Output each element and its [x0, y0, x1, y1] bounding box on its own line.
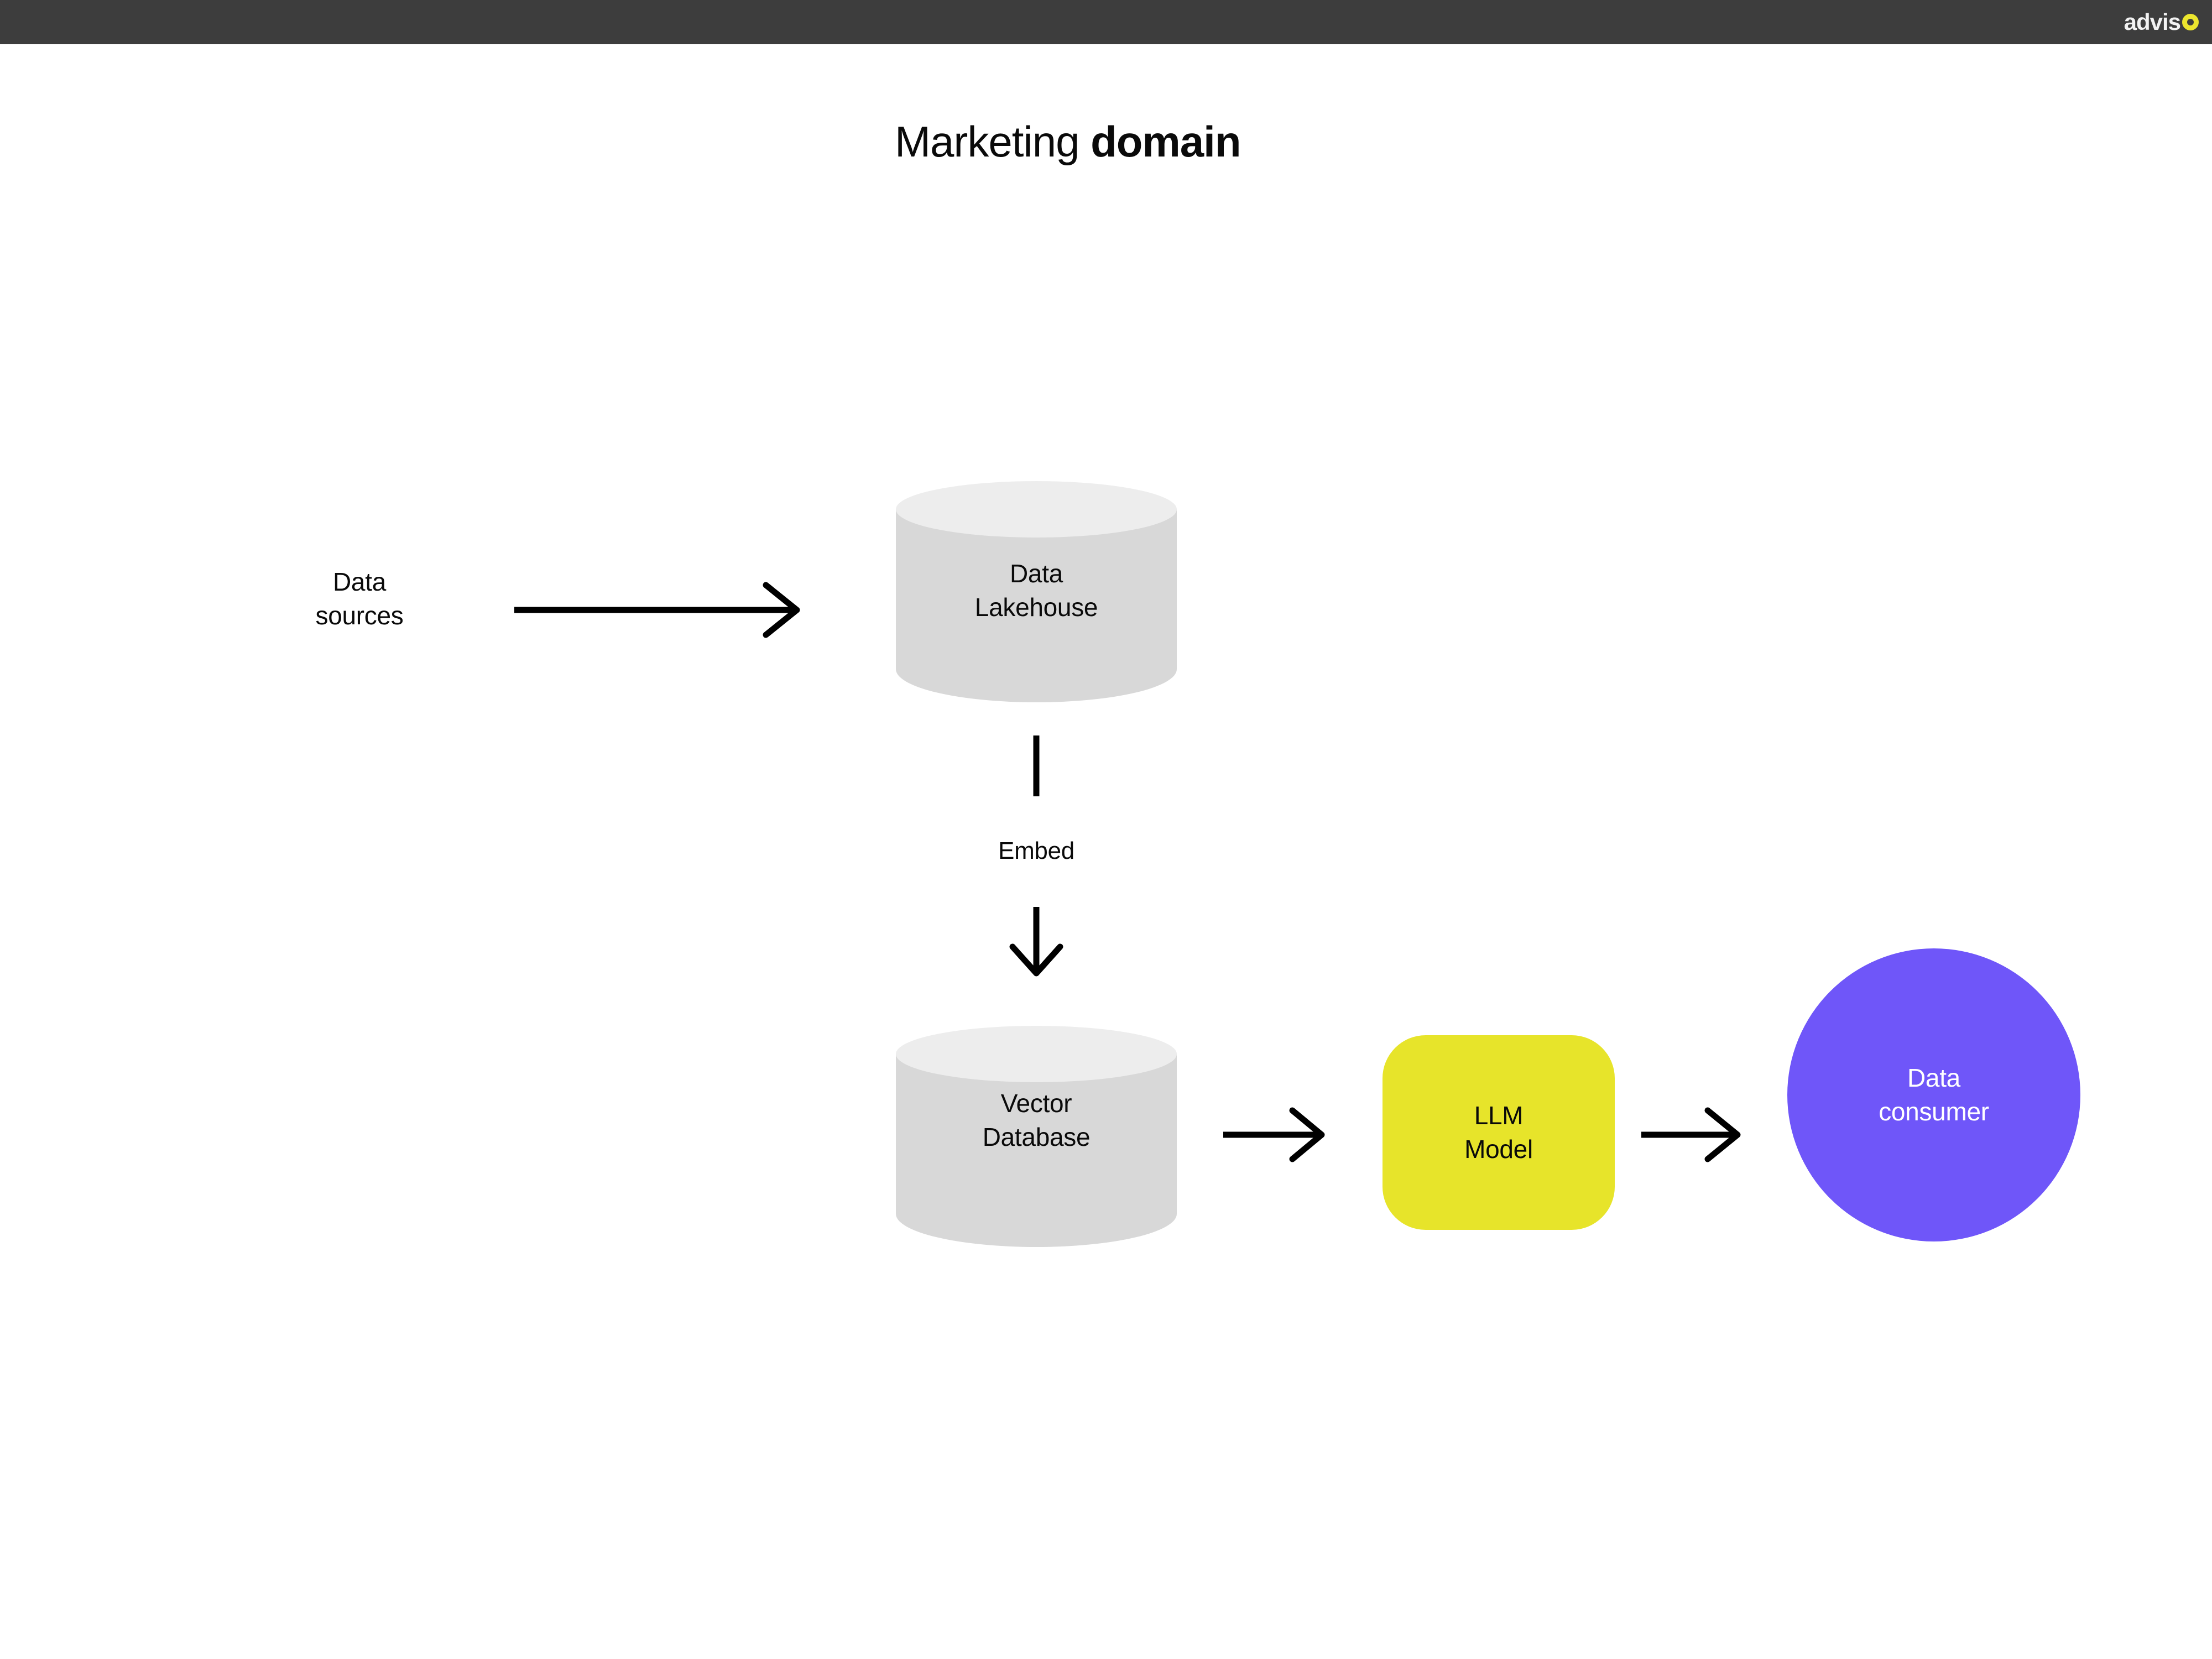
page-title-regular: Marketing — [895, 117, 1091, 166]
node-llm-model-label: LLM Model — [1464, 1101, 1533, 1164]
node-vector-database-label: Vector Database — [982, 1089, 1091, 1151]
cylinder-top-ellipse — [896, 481, 1177, 538]
cylinder-body — [896, 509, 1177, 702]
node-data-consumer-label: Data consumer — [1879, 1063, 1989, 1126]
top-bar: advis — [0, 0, 2212, 44]
cylinder-top-ellipse — [896, 1026, 1177, 1082]
node-data-lakehouse-label: Data Lakehouse — [974, 559, 1098, 622]
adviso-logo: advis — [2124, 0, 2199, 44]
edge-label-embed: Embed — [998, 837, 1074, 864]
page-title-bold: domain — [1091, 117, 1241, 166]
logo-wordmark: advis — [2124, 9, 2181, 35]
node-data-sources: Data sources — [315, 567, 404, 630]
node-data-consumer: Data consumer — [1787, 948, 2080, 1241]
arrow-vectordb-to-llm — [1223, 1107, 1325, 1162]
node-vector-database: Vector Database — [896, 1026, 1177, 1247]
node-data-lakehouse: Data Lakehouse — [896, 481, 1177, 702]
logo-accent-o-icon — [2182, 14, 2199, 30]
arrow-sources-to-lakehouse — [514, 582, 800, 638]
arrow-llm-to-consumer — [1641, 1107, 1741, 1162]
cylinder-body — [896, 1053, 1177, 1247]
page-title: Marketing domain — [895, 117, 1241, 167]
node-llm-model: LLM Model — [1383, 1035, 1615, 1230]
